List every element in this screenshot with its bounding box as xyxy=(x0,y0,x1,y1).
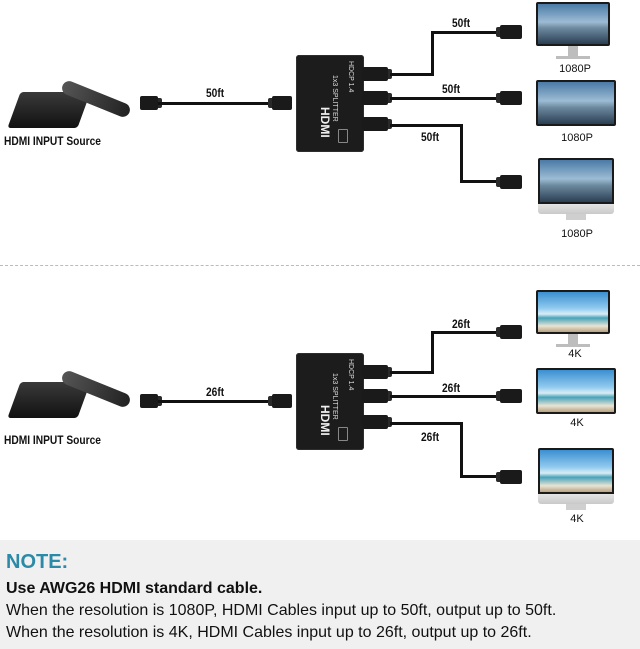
output-cable-2 xyxy=(390,97,498,100)
tv-display xyxy=(536,368,616,418)
hdmi-plug-icon xyxy=(140,96,162,110)
display-screen xyxy=(538,448,614,494)
hdmi-plug-icon xyxy=(496,25,522,39)
display-screen xyxy=(536,368,616,414)
resolution-label-1: 1080P xyxy=(559,63,591,75)
resolution-label-3: 4K xyxy=(570,513,584,525)
hdmi-plug-icon xyxy=(496,389,522,403)
tv-display xyxy=(536,80,616,130)
power-port-icon xyxy=(338,427,348,441)
input-cable xyxy=(158,102,270,105)
hdmi-plug-icon xyxy=(496,91,522,105)
output-cable-1 xyxy=(390,371,432,374)
hdmi-plug-icon xyxy=(362,389,392,403)
source-label: HDMI INPUT Source xyxy=(4,433,101,447)
hdmi-plug-icon xyxy=(496,325,522,339)
output-length-label-1: 50ft xyxy=(452,16,471,30)
imac-chin xyxy=(538,204,614,214)
monitor-display xyxy=(536,2,614,64)
output-cable-3-bottom xyxy=(460,475,500,478)
output-cable-2 xyxy=(390,395,498,398)
output-length-label-1: 26ft xyxy=(452,317,471,331)
note-panel: NOTE: Use AWG26 HDMI standard cable. Whe… xyxy=(0,540,640,649)
output-cable-3 xyxy=(390,124,462,127)
output-cable-1-vert xyxy=(431,331,434,374)
splitter-brand: HDMI xyxy=(318,107,332,138)
imac-display xyxy=(538,448,614,514)
hdmi-plug-icon xyxy=(362,415,392,429)
power-port-icon xyxy=(338,129,348,143)
hdmi-plug-icon xyxy=(496,175,522,189)
imac-stand xyxy=(566,214,586,220)
display-screen xyxy=(536,80,616,126)
hdmi-plug-icon xyxy=(140,394,162,408)
resolution-label-2: 4K xyxy=(570,417,584,429)
imac-chin xyxy=(538,494,614,504)
source-label: HDMI INPUT Source xyxy=(4,134,101,148)
monitor-base xyxy=(556,56,590,59)
output-length-label-3: 26ft xyxy=(421,430,440,444)
hdmi-plug-icon xyxy=(268,96,292,110)
splitter-brand: HDMI xyxy=(318,405,332,436)
output-cable-3-vert xyxy=(460,422,463,478)
output-length-label-2: 26ft xyxy=(442,381,461,395)
display-screen xyxy=(538,158,614,204)
output-cable-1 xyxy=(390,73,432,76)
hdmi-splitter: HDCP 1.4 1x3 SPLITTER HDMI xyxy=(296,55,364,152)
input-length-label: 50ft xyxy=(206,86,225,100)
input-length-label: 26ft xyxy=(206,385,225,399)
imac-stand xyxy=(566,504,586,510)
hdmi-plug-icon xyxy=(362,67,392,81)
note-line-1080p: When the resolution is 1080P, HDMI Cable… xyxy=(6,602,557,619)
hdmi-source-device xyxy=(0,70,140,140)
output-cable-1-top xyxy=(431,31,501,34)
monitor-base xyxy=(556,344,590,347)
diagram-4k: HDMI INPUT Source 26ft HDCP 1.4 1x3 SPLI… xyxy=(0,290,640,555)
diagram-1080p: HDMI INPUT Source 50ft HDCP 1.4 1x3 SPLI… xyxy=(0,0,640,265)
splitter-version: HDCP 1.4 xyxy=(347,61,354,93)
hdmi-plug-icon xyxy=(362,365,392,379)
resolution-label-2: 1080P xyxy=(561,132,593,144)
hdmi-plug-icon xyxy=(362,91,392,105)
hdmi-plug-icon xyxy=(268,394,292,408)
splitter-version: HDCP 1.4 xyxy=(347,359,354,391)
hdmi-source-device xyxy=(0,360,140,430)
note-line-cable: Use AWG26 HDMI standard cable. xyxy=(6,580,263,597)
resolution-label-1: 4K xyxy=(568,348,582,360)
resolution-label-3: 1080P xyxy=(561,228,593,240)
input-cable xyxy=(158,400,270,403)
note-line-4k: When the resolution is 4K, HDMI Cables i… xyxy=(6,624,532,641)
hdmi-plug-icon xyxy=(362,117,392,131)
display-screen xyxy=(536,290,610,334)
note-title: NOTE: xyxy=(6,551,69,573)
output-cable-1-vert xyxy=(431,31,434,76)
output-cable-1-top xyxy=(431,331,501,334)
hdmi-splitter: HDCP 1.4 1x3 SPLITTER HDMI xyxy=(296,353,364,450)
output-length-label-3: 50ft xyxy=(421,130,440,144)
output-cable-3 xyxy=(390,422,462,425)
imac-display xyxy=(538,158,614,224)
splitter-subtitle: 1x3 SPLITTER xyxy=(331,373,338,420)
monitor-display xyxy=(536,290,614,352)
hdmi-plug-icon xyxy=(496,470,522,484)
display-screen xyxy=(536,2,610,46)
monitor-stand xyxy=(568,46,578,56)
monitor-stand xyxy=(568,334,578,344)
splitter-subtitle: 1x3 SPLITTER xyxy=(331,75,338,122)
output-length-label-2: 50ft xyxy=(442,82,461,96)
output-cable-3-vert xyxy=(460,124,463,183)
section-divider xyxy=(0,265,640,266)
output-cable-3-bottom xyxy=(460,180,500,183)
